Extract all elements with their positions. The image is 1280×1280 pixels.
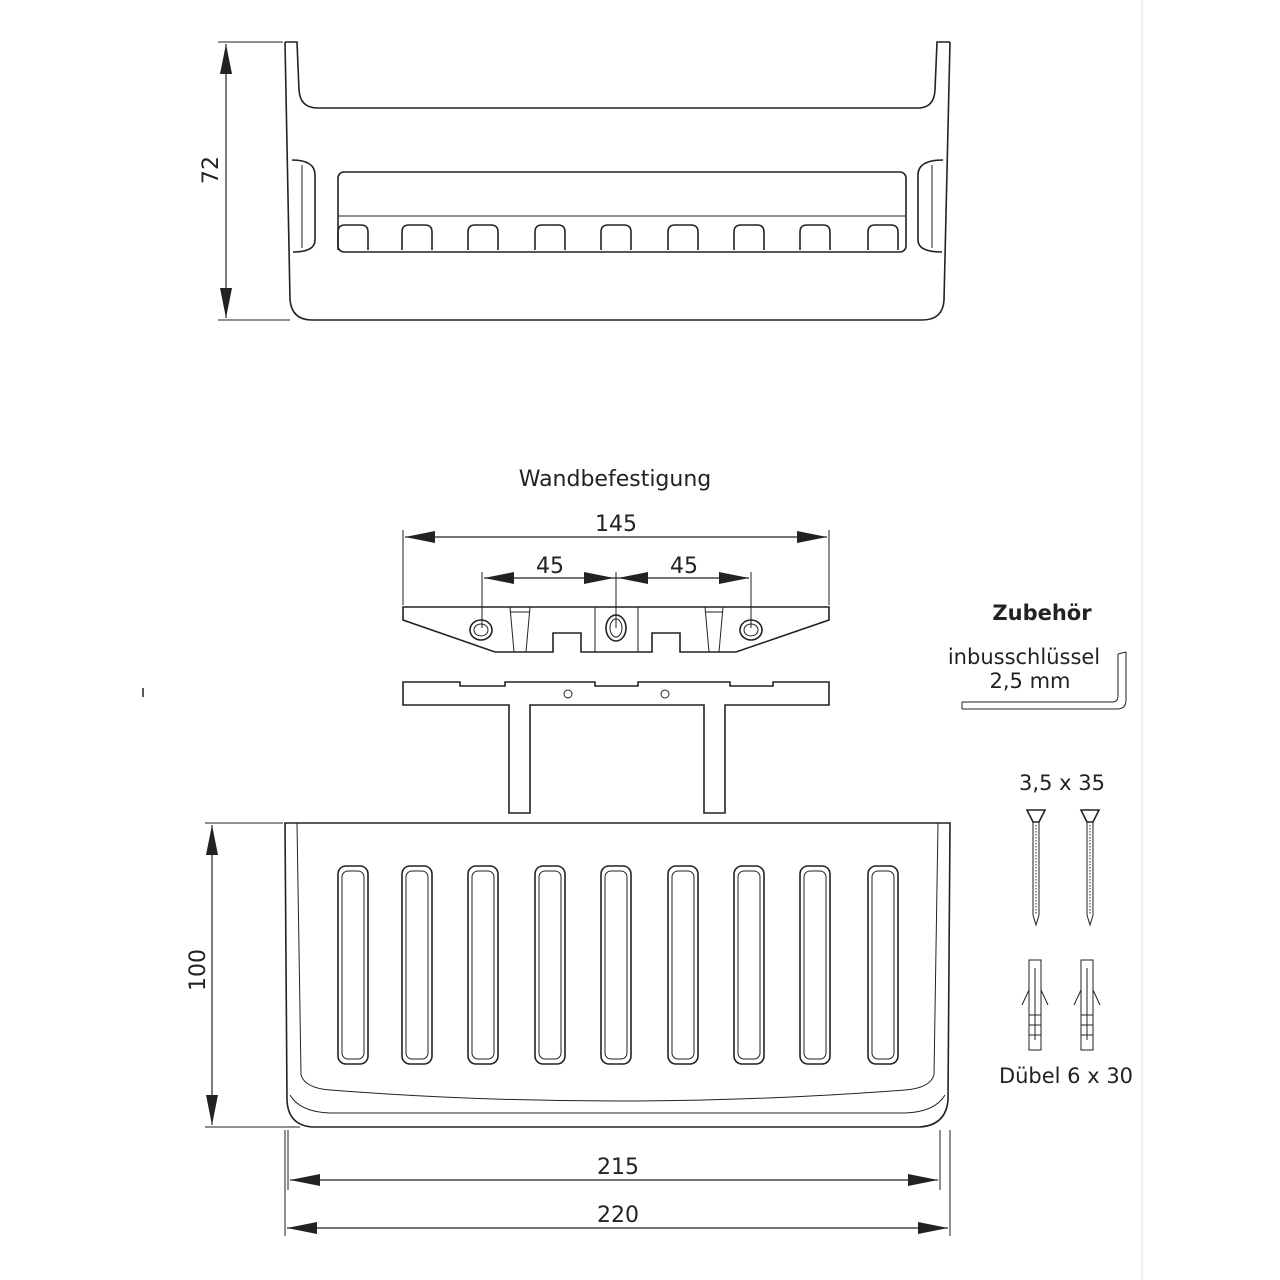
dimension-220: 220	[284, 1130, 951, 1236]
dowel-label: Dübel 6 x 30	[999, 1064, 1133, 1088]
drain-bump	[534, 224, 566, 250]
wall-bracket	[402, 606, 830, 653]
drain-bump	[467, 224, 499, 250]
accessories-title: Zubehör	[992, 601, 1092, 625]
drain-slot-bumps	[337, 224, 899, 250]
dim-45-right-label: 45	[670, 554, 698, 579]
dimension-215: 215	[287, 1130, 941, 1190]
drain-slot	[733, 865, 765, 1065]
wall-plate	[402, 681, 830, 814]
drain-slot	[600, 865, 632, 1065]
dim-220-label: 220	[597, 1203, 639, 1228]
front-view	[284, 41, 951, 321]
dowel-icon	[1021, 959, 1049, 1051]
screw-size-label: 3,5 x 35	[1019, 771, 1105, 795]
dimension-72: 72	[199, 41, 290, 321]
drain-slot	[401, 865, 433, 1065]
drain-bump	[867, 224, 899, 250]
drain-slot	[534, 865, 566, 1065]
screw-icon	[1079, 809, 1101, 927]
drain-slot	[467, 865, 499, 1065]
drain-bump	[600, 224, 632, 250]
drain-slot	[799, 865, 831, 1065]
dowel-icon	[1073, 959, 1101, 1051]
accessories-panel: Zubehör inbusschlüssel 2,5 mm 3,5 x 35 D…	[948, 601, 1133, 1088]
drain-bump	[799, 224, 831, 250]
drain-slot	[337, 865, 369, 1065]
screw-icon	[1025, 809, 1047, 927]
dim-72-label: 72	[199, 156, 224, 184]
dimension-45-pair: 45 45	[481, 554, 752, 628]
dimension-100: 100	[186, 822, 300, 1128]
basket-slots	[337, 865, 899, 1065]
dim-100-label: 100	[186, 949, 211, 991]
dim-145-label: 145	[595, 512, 637, 537]
plan-view	[284, 822, 951, 1128]
drain-bump	[667, 224, 699, 250]
drain-bump	[401, 224, 433, 250]
drain-slot	[867, 865, 899, 1065]
hex-key-icon	[961, 651, 1127, 710]
drain-slot	[667, 865, 699, 1065]
hex-key-name: inbusschlüssel	[948, 645, 1100, 669]
drain-bump	[733, 224, 765, 250]
dim-45-left-label: 45	[536, 554, 564, 579]
drain-bump	[337, 224, 369, 250]
dimension-145: 145	[402, 512, 830, 605]
wall-mount-title: Wandbefestigung	[519, 467, 712, 492]
hex-key-size: 2,5 mm	[990, 669, 1071, 693]
dim-215-label: 215	[597, 1155, 639, 1180]
